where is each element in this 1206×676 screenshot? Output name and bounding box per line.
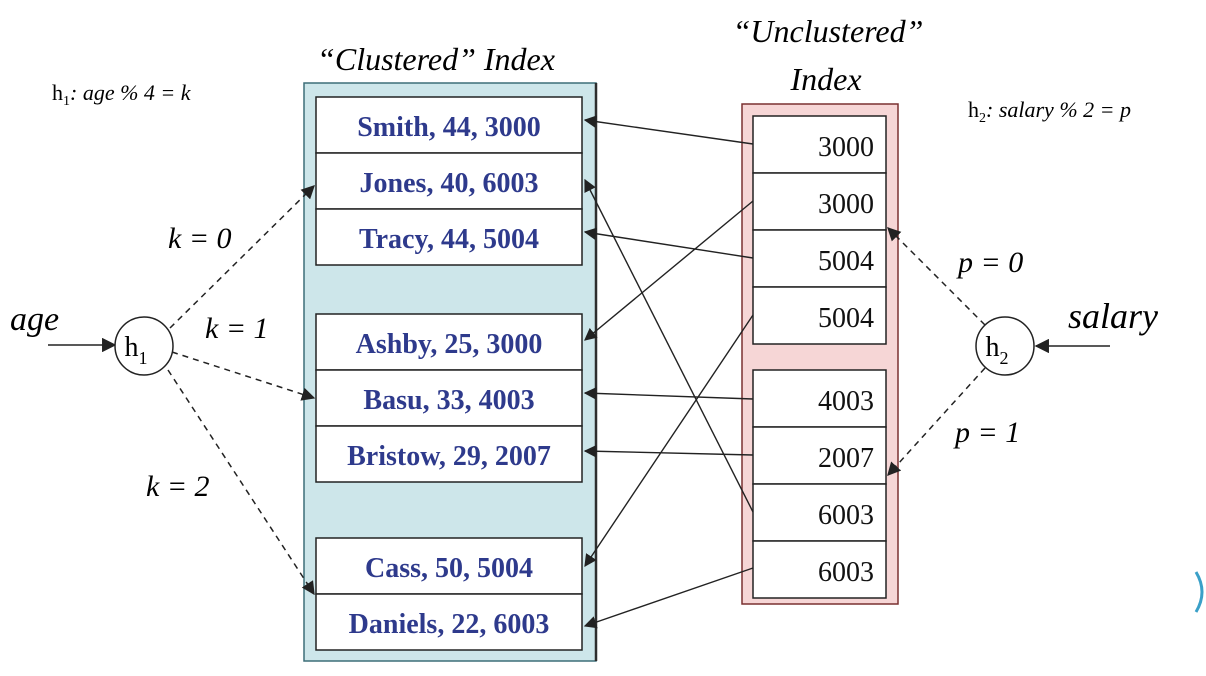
unclustered-entry [752,115,887,174]
clustered-record-text: Jones, 40, 6003 [360,168,539,199]
h2-branch-arrow [887,367,986,477]
h2-node [975,316,1035,376]
age-input-label: age [10,301,59,338]
clustered-record [315,208,583,266]
unclustered-entry-text: 2007 [818,443,874,474]
pointer-arrow [583,387,754,400]
unclustered-bucket-1: 4003 2007 6003 6003 [752,369,887,599]
unclustered-entry-text: 6003 [818,557,874,588]
h1-branch-label: k = 2 [146,470,210,503]
h1-branch-arrows [167,185,316,596]
clustered-bucket-2: Cass, 50, 5004 Daniels, 22, 6003 [315,537,583,651]
unclustered-entry-text: 3000 [818,132,874,163]
pointer-arrow [584,178,754,513]
h2-branch-label: p = 1 [953,416,1020,449]
h2-branch-arrow [887,227,986,326]
unclustered-entry-text: 5004 [818,303,874,334]
unclustered-index-title-line2: Index [789,61,861,97]
h2-branch-label: p = 0 [956,246,1023,279]
h1-branch-label: k = 0 [168,222,232,255]
unclustered-entry [752,286,887,345]
unclustered-entry [752,540,887,599]
h1-node [114,316,174,376]
clustered-record [315,593,583,651]
clustered-bucket-0: Smith, 44, 3000 Jones, 40, 6003 Tracy, 4… [315,96,583,266]
unclustered-bucket-0: 3000 3000 5004 5004 [752,115,887,345]
pointer-arrow [583,444,754,458]
pointer-arrow [583,115,754,145]
unclustered-entry-text: 6003 [818,500,874,531]
h1-branch-arrow [167,369,315,596]
clustered-record-text: Tracy, 44, 5004 [359,224,539,255]
clustered-record [315,96,583,154]
h1-branch-arrow [169,185,315,329]
clustered-record-text: Cass, 50, 5004 [365,553,533,584]
clustered-record-text: Ashby, 25, 3000 [356,329,543,360]
h2-branch-arrows [887,227,986,477]
pointer-arrow [584,200,754,341]
clustered-record-text: Bristow, 29, 2007 [347,441,551,472]
clustered-record [315,537,583,595]
clustered-record [315,313,583,371]
hash1-formula: h1: age % 4 = k [52,80,192,109]
hash2-formula: h2: salary % 2 = p [968,97,1131,126]
h1-branch-arrow [171,351,316,401]
unclustered-entry-text: 5004 [818,246,874,277]
clustered-bucket-1: Ashby, 25, 3000 Basu, 33, 4003 Bristow, … [315,313,583,483]
unclustered-entry-text: 4003 [818,386,874,417]
pointer-arrow [583,227,754,259]
clustered-record [315,425,583,483]
salary-input-label: salary [1068,296,1158,336]
clustered-record-text: Daniels, 22, 6003 [349,609,550,640]
pointer-arrow [583,567,754,629]
clustered-record-text: Smith, 44, 3000 [357,112,541,143]
edge-decoration [1194,571,1204,613]
pointer-arrow [584,314,754,568]
h2-node-label: h2 [986,332,1009,368]
clustered-record-text: Basu, 33, 4003 [363,385,534,416]
unclustered-entry-text: 3000 [818,189,874,220]
unclustered-entry [752,229,887,288]
h1-node-label: h1 [125,332,148,368]
clustered-index-title: “Clustered” Index [317,41,555,77]
unclustered-entry [752,172,887,231]
clustered-record [315,369,583,427]
pointer-arrows [583,115,754,629]
unclustered-index-title-line1: “Unclustered” [733,13,924,49]
h1-branch-label: k = 1 [205,312,269,345]
